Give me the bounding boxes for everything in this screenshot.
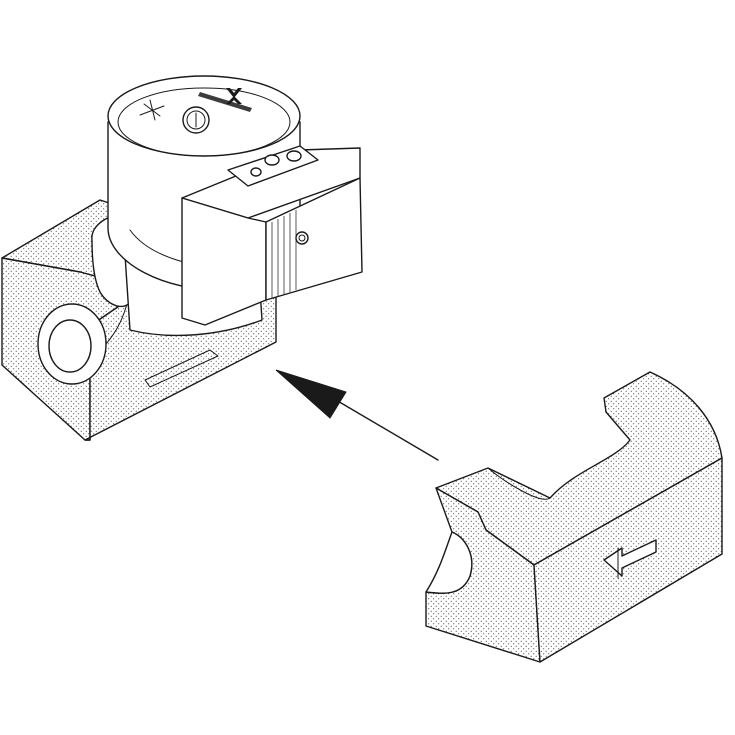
insulation-shell-front xyxy=(425,371,723,663)
panel-led-icon xyxy=(250,167,262,177)
flow-direction-arrow-icon xyxy=(603,539,657,579)
speed-selector-icon xyxy=(264,154,280,166)
front-shell-port-cutout xyxy=(425,531,473,594)
terminal-box xyxy=(181,145,363,326)
inlet-port-bore xyxy=(48,319,92,373)
motor-cap-rim xyxy=(117,87,291,157)
vent-screw-inner xyxy=(186,110,206,130)
crosshair-mark-icon xyxy=(139,99,165,121)
indicator-light-icon xyxy=(286,150,302,162)
front-shell-top-face xyxy=(435,371,723,566)
brand-logo-icon xyxy=(198,88,252,112)
cable-gland-inner xyxy=(298,234,306,242)
arrow-head-icon xyxy=(275,369,347,419)
cable-gland-icon xyxy=(295,231,309,245)
saddle-curve xyxy=(487,467,551,500)
terminal-box-ribs xyxy=(271,210,297,298)
assembly-arrow xyxy=(275,369,439,461)
rear-flow-arrow-icon xyxy=(144,349,219,388)
